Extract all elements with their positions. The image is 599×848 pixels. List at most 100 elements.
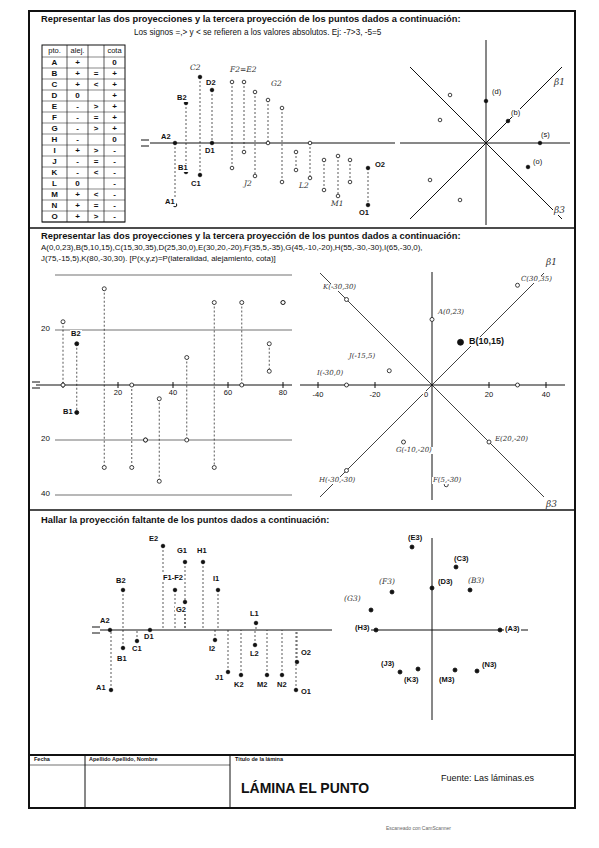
point-mark: [201, 560, 205, 564]
drawing-label: <: [93, 80, 100, 88]
drawing-label: +: [74, 146, 81, 154]
drawing-label: Hallar la proyección faltante de los pun…: [40, 516, 330, 526]
drawing-label: A: [51, 58, 59, 66]
drawing-label: F1-F2: [162, 574, 184, 582]
drawing-label: B1: [177, 164, 189, 172]
drawing-label: (H3): [354, 624, 371, 632]
axis-tick: [228, 382, 229, 388]
axis-tick: [118, 382, 119, 388]
drawing-label: (J3): [380, 660, 395, 668]
point-mark: [213, 638, 217, 642]
point-mark: [254, 621, 258, 625]
point-mark: [280, 673, 284, 677]
sheet-title: LÁMINA EL PUNTO: [240, 781, 370, 796]
drawing-label: +: [74, 58, 81, 66]
drawing-label: +: [74, 69, 81, 77]
drawing-label: I(-30,0): [316, 370, 344, 377]
reference-line: [296, 630, 297, 690]
drawing-label: 40: [168, 389, 178, 397]
point-mark: [266, 98, 270, 102]
reference-line: [297, 630, 298, 662]
reference-line: [267, 630, 268, 675]
drawing-label: I: [52, 146, 56, 154]
point-mark: [144, 438, 148, 442]
drawing-label: =: [93, 113, 100, 121]
drawing-label: D: [51, 91, 59, 99]
sheet-border: [29, 11, 575, 808]
drawing-label: -: [75, 102, 80, 110]
point-mark: [345, 298, 349, 302]
reference-line: [324, 160, 325, 190]
point-mark: [161, 544, 165, 548]
point-mark: [345, 469, 349, 473]
bisector-line: [410, 67, 562, 219]
point-mark: [526, 165, 530, 169]
point-mark: [498, 628, 502, 632]
point-mark: [253, 90, 257, 94]
drawing-label: =: [93, 201, 100, 209]
point-mark: [267, 342, 271, 346]
drawing-label: K: [51, 168, 59, 176]
drawing-label: 0: [74, 179, 80, 187]
point-mark: [506, 119, 510, 123]
drawing-label: H1: [196, 547, 208, 555]
drawing-label: (b): [510, 109, 521, 117]
drawing-label: (B3): [467, 577, 485, 585]
drawing-label: -40: [312, 391, 325, 399]
reference-line: [232, 82, 233, 168]
reference-line: [255, 630, 256, 645]
point-mark: [538, 141, 542, 145]
point-mark: [458, 339, 464, 345]
point-mark: [308, 176, 312, 180]
section-divider: [29, 509, 575, 511]
point-mark: [398, 670, 402, 674]
drawing-label: <: [93, 190, 100, 198]
point-mark: [198, 75, 202, 79]
drawing-label: K(-30,30): [322, 284, 357, 291]
drawing-label: M: [50, 190, 59, 198]
point-mark: [61, 320, 65, 324]
drawing-label: Los signos =,> y < se refieren a los val…: [133, 29, 382, 38]
point-mark: [267, 369, 271, 373]
point-mark: [121, 646, 125, 650]
reference-line: [76, 344, 77, 413]
point-mark: [369, 608, 373, 612]
reference-line: [368, 168, 369, 205]
point-mark: [108, 628, 112, 632]
drawing-label: A1: [164, 198, 176, 206]
drawing-label: C1: [131, 645, 143, 653]
drawing-label: O2: [300, 649, 312, 657]
reference-line: [350, 160, 351, 182]
drawing-label: H: [51, 135, 59, 143]
drawing-label: 0: [111, 58, 117, 66]
point-mark: [266, 141, 270, 145]
point-mark: [390, 590, 394, 594]
drawing-label: (d): [491, 88, 502, 96]
ground-line-mark: [32, 388, 40, 389]
drawing-label: J(-15,5): [348, 353, 376, 360]
ground-line: [100, 630, 332, 631]
drawing-label: 20: [40, 435, 51, 443]
ground-line-mark: [32, 382, 40, 383]
drawing-label: E2: [148, 535, 159, 543]
drawing-label: G: [50, 124, 58, 132]
drawing-label: +: [111, 102, 118, 110]
point-mark: [240, 301, 244, 305]
bisector-line: [320, 273, 544, 497]
drawing-label: (F3): [378, 578, 396, 586]
reference-line: [214, 303, 215, 468]
point-mark: [75, 342, 79, 346]
reference-line: [131, 385, 132, 468]
table-rule: [67, 45, 68, 222]
drawing-label: (K3): [403, 676, 420, 684]
point-mark: [348, 180, 352, 184]
drawing-label: O1: [300, 688, 312, 696]
point-mark: [428, 178, 432, 182]
ground-line-mark: [92, 627, 100, 628]
axis-tick: [375, 382, 376, 388]
title-block-line: [85, 755, 86, 808]
reference-line: [63, 322, 64, 385]
drawing-label: >: [93, 102, 100, 110]
point-mark: [294, 150, 298, 154]
